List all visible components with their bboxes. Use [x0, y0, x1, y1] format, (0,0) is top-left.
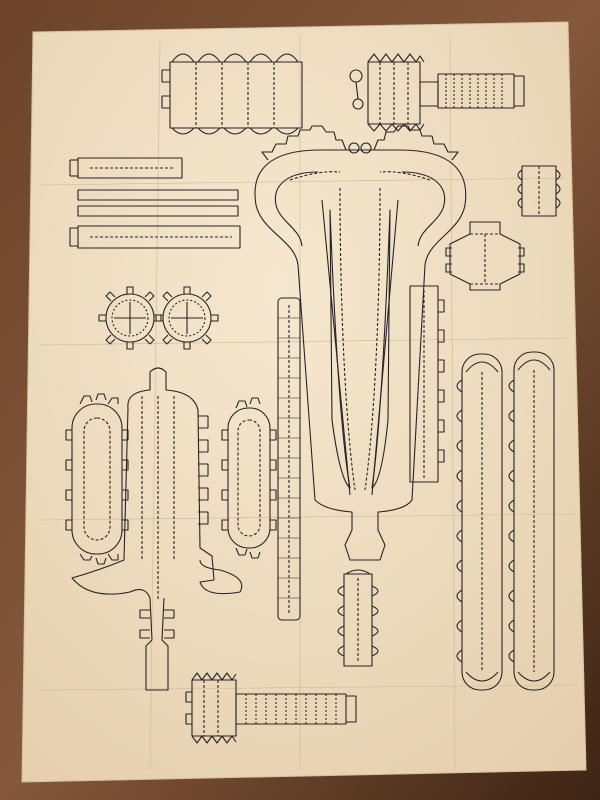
bottom-threaded-rod: [235, 693, 357, 725]
bottom-serrated-cylinder: [185, 672, 237, 744]
paper-sheet: [21, 21, 587, 783]
upper-left-rolled-strip: [69, 157, 183, 179]
left-gear-wheel: [98, 286, 162, 350]
upper-left-long-strip-1: [77, 189, 239, 201]
lower-scalloped-cylinder: [337, 569, 379, 667]
top-right-threaded-rod: [419, 73, 525, 109]
left-oval-track: [65, 393, 129, 565]
center-right-tall-box: [409, 285, 445, 483]
right-tall-track-1: [456, 353, 503, 691]
center-large-body-panel: [254, 125, 467, 561]
center-tall-strip: [277, 297, 301, 621]
upper-left-long-strip-2: [77, 205, 239, 217]
right-cross-net: [445, 221, 525, 291]
top-scalloped-box-net: [161, 53, 303, 135]
left-body-panel: [71, 367, 243, 691]
right-gear-wheel: [155, 286, 219, 350]
top-right-serrated-cylinder: [349, 53, 425, 132]
right-small-scalloped-box: [517, 165, 561, 217]
right-tall-track-2: [508, 351, 555, 691]
upper-left-rolled-strip-2: [69, 225, 241, 249]
left-second-oval-track: [221, 397, 277, 559]
